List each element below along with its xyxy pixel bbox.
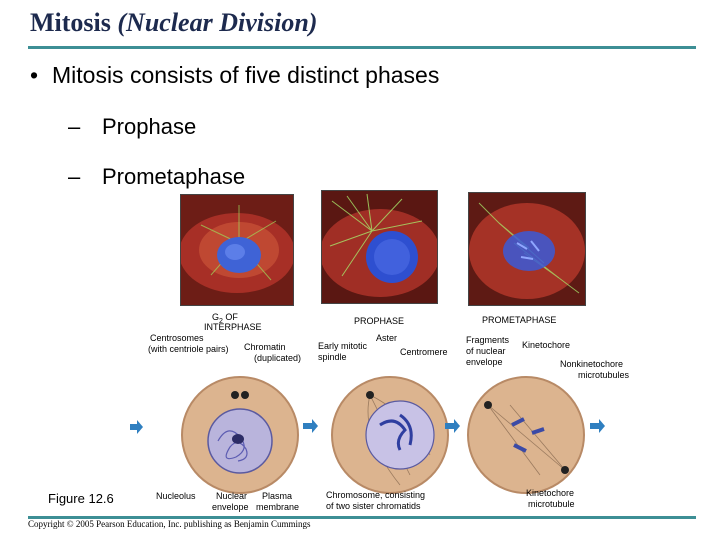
g2-label: G2 OF [212, 312, 238, 325]
figure-label: Figure 12.6 [48, 491, 114, 506]
plasma-membrane-sub-label: membrane [256, 502, 300, 512]
kinetochore-microtubule-sub-label: microtubule [528, 499, 575, 509]
prophase-cell [331, 376, 449, 494]
aster-label: Aster [376, 333, 398, 343]
interphase-cell [181, 376, 299, 494]
interphase-label: INTERPHASE [204, 322, 262, 332]
dash-icon: – [68, 164, 81, 189]
nonkinetochore-label: Nonkinetochore [560, 359, 624, 369]
micrograph-interphase [180, 194, 294, 306]
centrosomes-label: Centrosomes [150, 333, 204, 343]
nuclear-envelope-label: Nuclear [216, 491, 248, 501]
bullet-text: Mitosis consists of five distinct phases [52, 62, 440, 88]
centrosomes-sub-label: (with centriole pairs) [148, 344, 229, 354]
kinetochore-microtubule-label: Kinetochore [526, 488, 575, 498]
arrow-icon [303, 419, 318, 433]
prometaphase-label: PROMETAPHASE [482, 315, 557, 325]
sub-item-prophase: –Prophase [68, 114, 196, 140]
bullet-dot-icon: • [30, 62, 39, 88]
early-spindle-sub-label: spindle [318, 352, 347, 362]
early-spindle-label: Early mitotic [318, 341, 368, 351]
title-main: Mitosis [30, 8, 111, 37]
fragments-label-2: of nuclear [466, 346, 506, 356]
mitosis-diagrams [181, 376, 605, 494]
micrograph-prometaphase [468, 192, 586, 306]
sub-item-prometaphase: –Prometaphase [68, 164, 245, 190]
nonkinetochore-sub-label: microtubules [578, 370, 630, 380]
arrow-icon [130, 420, 143, 434]
nuclear-envelope-sub-label: envelope [212, 502, 249, 512]
kinetochore-label: Kinetochore [522, 340, 571, 350]
plasma-membrane-label: Plasma [262, 491, 293, 501]
copyright-text: Copyright © 2005 Pearson Education, Inc.… [28, 519, 311, 529]
arrow-icon [590, 419, 605, 433]
prometaphase-cell [467, 376, 585, 494]
main-bullet: • Mitosis consists of five distinct phase… [30, 62, 439, 89]
sub-item-label: Prometaphase [102, 164, 246, 189]
arrow-icon [445, 419, 460, 433]
chromosome-sub-label: of two sister chromatids [326, 501, 421, 511]
sub-item-label: Prophase [102, 114, 197, 139]
centromere-label: Centromere [400, 347, 448, 357]
chromatin-label: Chromatin [244, 342, 286, 352]
slide-title: Mitosis (Nuclear Division) [30, 8, 317, 38]
fragments-label-3: envelope [466, 357, 503, 367]
nucleolus-label: Nucleolus [156, 491, 196, 501]
chromatin-sub-label: (duplicated) [254, 353, 302, 363]
fragments-label: Fragments [466, 335, 510, 345]
chromosome-label: Chromosome, consisting [326, 490, 426, 500]
micrograph-prophase [321, 190, 438, 304]
prophase-label: PROPHASE [354, 316, 405, 326]
title-rule [28, 46, 696, 49]
title-subtitle: (Nuclear Division) [117, 8, 318, 37]
footer-rule [28, 516, 696, 519]
dash-icon: – [68, 114, 81, 139]
